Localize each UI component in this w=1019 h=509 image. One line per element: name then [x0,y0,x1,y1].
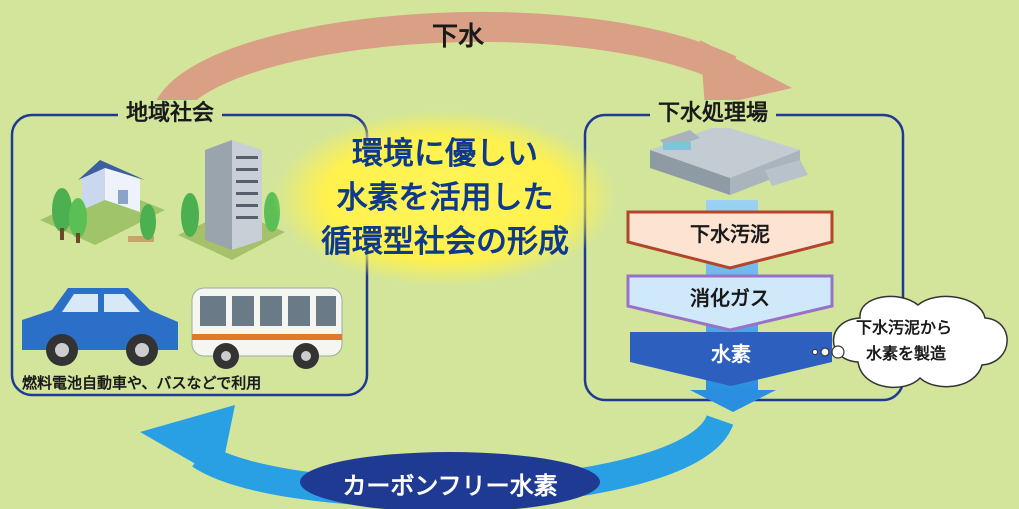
bus-icon [191,287,343,369]
bottom-pill [300,452,600,509]
step-gas-shape [626,274,834,332]
step-sludge-label: 下水汚泥 [690,222,770,246]
community-caption: 燃料電池自動車や、バスなどで利用 [22,374,262,392]
bottom-label: カーボンフリー水素 [342,472,558,500]
car-icon [22,288,178,366]
cloud-line-1: 下水汚泥から [856,318,953,337]
step-hydrogen-shape [630,332,832,386]
top-arrow [150,11,737,125]
center-line-3: 循環型社会の形成 [321,224,569,260]
step-sludge-shape [626,210,834,270]
step-hydrogen-label: 水素 [711,342,751,366]
treatment-plant-icon [650,125,808,195]
top-arrowhead [700,40,792,108]
community-title: 地域社会 [118,100,223,128]
center-glow [273,110,617,286]
bottom-arrowhead [140,405,235,478]
center-line-2: 水素を活用した [336,180,554,216]
top-arrow-label: 下水 [432,22,485,52]
tree-icon [52,188,156,243]
center-message: 環境に優しい 水素を活用した 循環型社会の形成 [290,132,600,264]
flow-arrowhead [690,390,776,412]
cloud-line-2: 水素を製造 [866,344,947,363]
cloud-callout [812,295,1008,389]
center-line-1: 環境に優しい [352,136,538,172]
building-icon [178,140,285,260]
plant-title: 下水処理場 [650,100,777,128]
step-gas-label: 消化ガス [690,286,770,310]
